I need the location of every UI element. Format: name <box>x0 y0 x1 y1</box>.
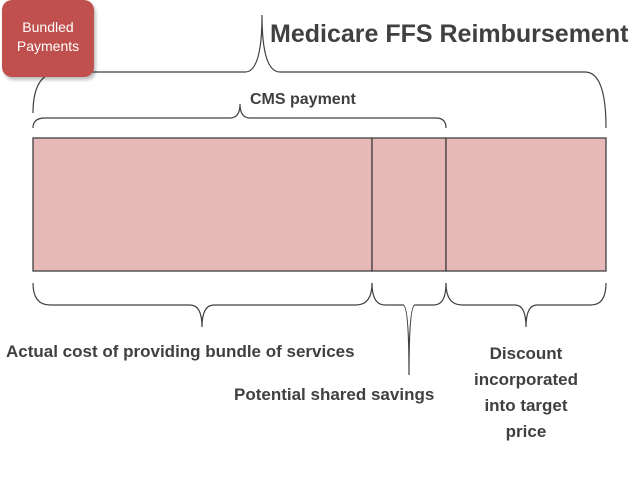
actual-cost-label: Actual cost of providing bundle of servi… <box>6 342 355 361</box>
badge-line-2: Payments <box>16 37 80 54</box>
shared-savings-brace <box>371 282 447 376</box>
discount-label: Discount incorporated into target price <box>462 341 590 445</box>
bundled-payments-badge: Bundled Payments <box>2 0 94 77</box>
shared-savings-label: Potential shared savings <box>234 385 435 404</box>
diagram-title: Medicare FFS Reimbursement <box>270 20 629 48</box>
actual-cost-segment <box>32 137 373 272</box>
cms-payment-brace <box>32 103 447 129</box>
discount-segment <box>445 137 607 272</box>
discount-label-line-3: into target <box>484 396 568 415</box>
badge-line-1: Bundled <box>22 18 74 35</box>
cms-payment-label: CMS payment <box>250 91 356 108</box>
discount-brace <box>445 282 607 328</box>
discount-label-line-1: Discount <box>489 344 563 363</box>
discount-label-line-2: incorporated <box>474 370 578 389</box>
shared-savings-segment <box>371 137 447 272</box>
discount-label-line-4: price <box>505 422 547 441</box>
actual-cost-brace <box>32 282 373 328</box>
